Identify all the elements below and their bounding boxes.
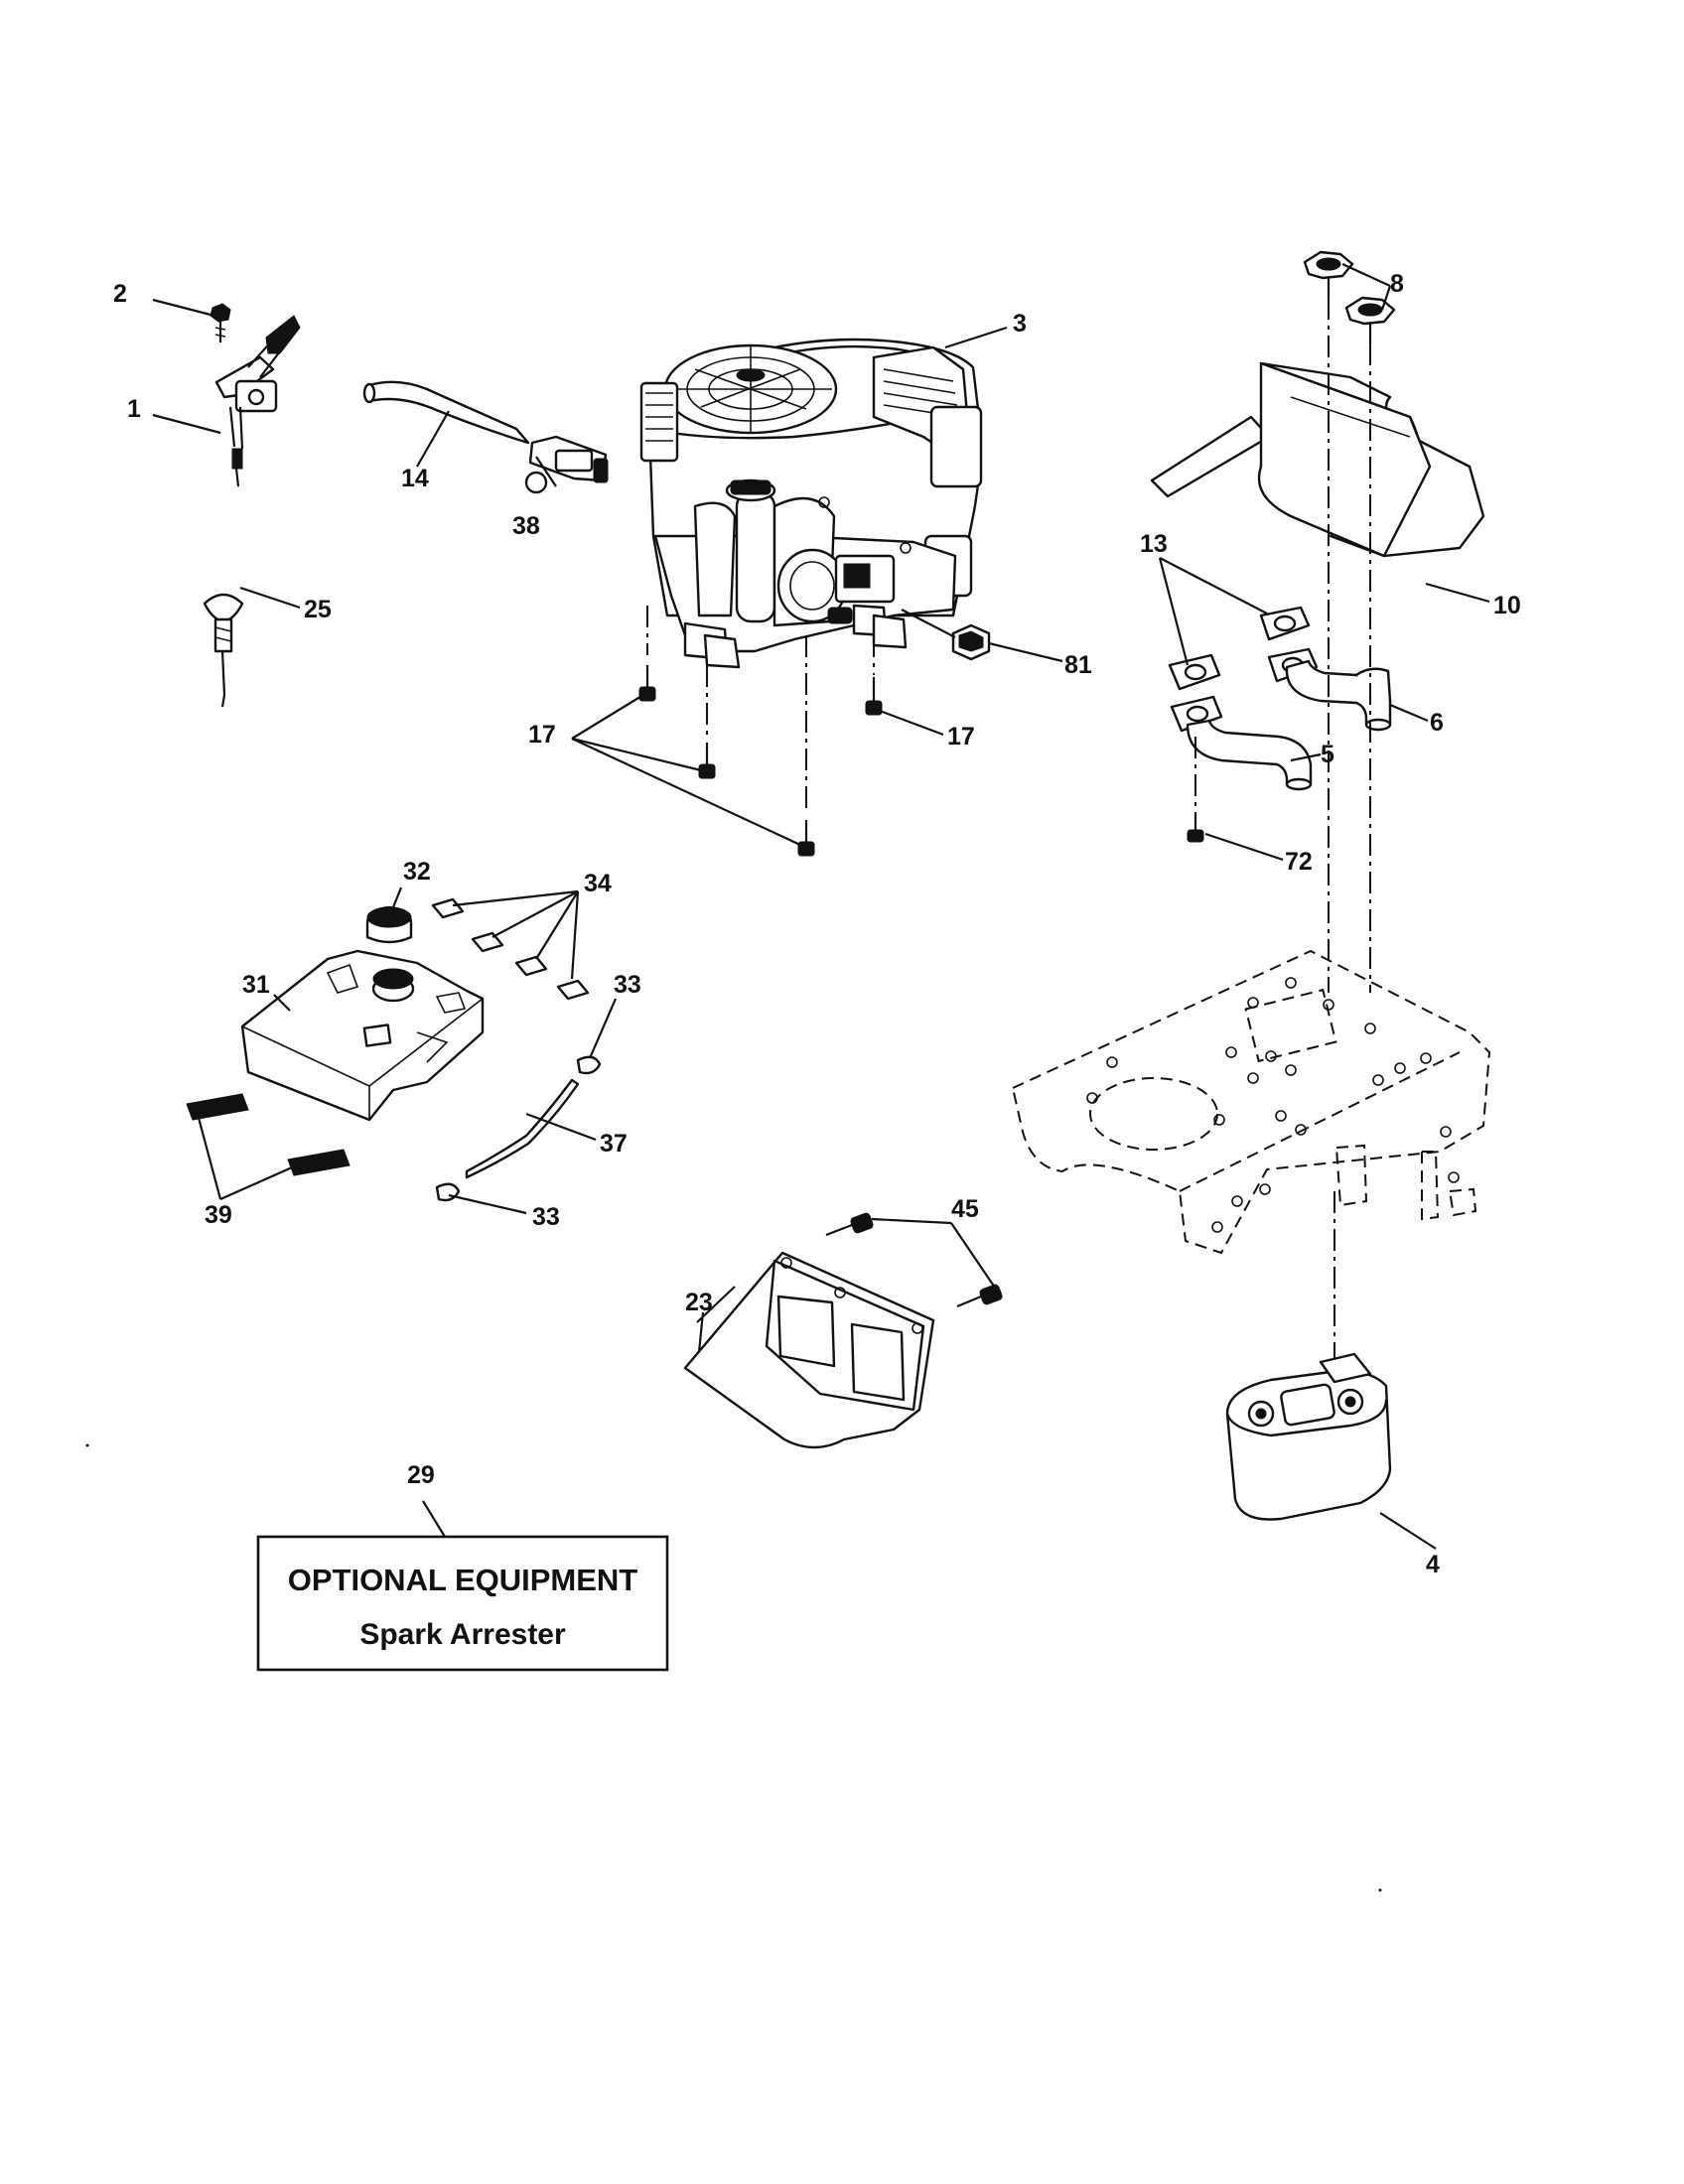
part-17-engine-bolts <box>638 606 883 857</box>
callout-39: 39 <box>205 1201 232 1229</box>
part-3-engine <box>639 338 983 669</box>
callout-38: 38 <box>512 512 540 540</box>
callout-14: 14 <box>401 465 429 492</box>
part-23-shield-plate <box>683 1251 935 1449</box>
part-31-cover <box>240 949 485 1122</box>
mounting-center-lines <box>1328 298 1371 1390</box>
callout-29: 29 <box>407 1461 435 1489</box>
part-1-throttle-control <box>214 315 301 487</box>
callout-34: 34 <box>584 870 612 897</box>
part-25-choke-knob <box>203 593 244 708</box>
callout-25: 25 <box>304 596 332 623</box>
callout-81: 81 <box>1064 651 1092 679</box>
part-8-bolts <box>1303 250 1396 343</box>
part-14-fuel-hose <box>362 380 530 445</box>
callout-labels: 1 2 3 4 5 6 8 10 13 14 17 17 23 25 29 31… <box>113 270 1521 1578</box>
part-10-heat-shield <box>1150 361 1485 558</box>
stray-mark <box>1378 1888 1382 1892</box>
callout-72: 72 <box>1285 848 1313 876</box>
part-38-fuel-filter <box>524 435 609 494</box>
leader-lines <box>152 263 1490 1550</box>
part-39-strips <box>186 1093 351 1176</box>
callout-33b: 33 <box>532 1203 560 1231</box>
callout-3: 3 <box>1013 310 1027 338</box>
callout-32: 32 <box>403 858 431 886</box>
callout-4: 4 <box>1426 1551 1440 1578</box>
callout-2: 2 <box>113 280 127 308</box>
callout-1: 1 <box>127 395 141 423</box>
callout-17a: 17 <box>528 721 556 749</box>
callout-23: 23 <box>685 1289 713 1316</box>
callout-8: 8 <box>1390 270 1404 298</box>
callout-31: 31 <box>242 971 270 999</box>
part-4-muffler <box>1225 1352 1392 1521</box>
callout-6: 6 <box>1430 709 1444 737</box>
callout-10: 10 <box>1493 592 1521 619</box>
part-34-pads <box>431 897 590 1001</box>
callout-13: 13 <box>1140 530 1168 558</box>
part-33-37-hose-clamps <box>435 1055 602 1202</box>
callout-5: 5 <box>1321 741 1334 768</box>
part-32-cap <box>365 905 413 944</box>
tractor-frame <box>1011 949 1491 1255</box>
part-6-exhaust-pipe <box>1285 659 1392 732</box>
stray-mark <box>85 1443 89 1447</box>
part-5-exhaust-pipe <box>1186 719 1313 791</box>
part-81-nut <box>901 609 991 661</box>
optional-box-subtitle: Spark Arrester <box>359 1618 566 1651</box>
callout-45: 45 <box>951 1195 979 1223</box>
callout-17b: 17 <box>947 723 975 751</box>
part-72-bolt <box>1187 737 1204 843</box>
optional-equipment-box: OPTIONAL EQUIPMENT Spark Arrester <box>256 1535 669 1672</box>
callout-33a: 33 <box>614 971 641 999</box>
part-2-screw <box>210 303 231 342</box>
optional-box-title: OPTIONAL EQUIPMENT <box>288 1563 638 1597</box>
callout-37: 37 <box>600 1130 628 1158</box>
